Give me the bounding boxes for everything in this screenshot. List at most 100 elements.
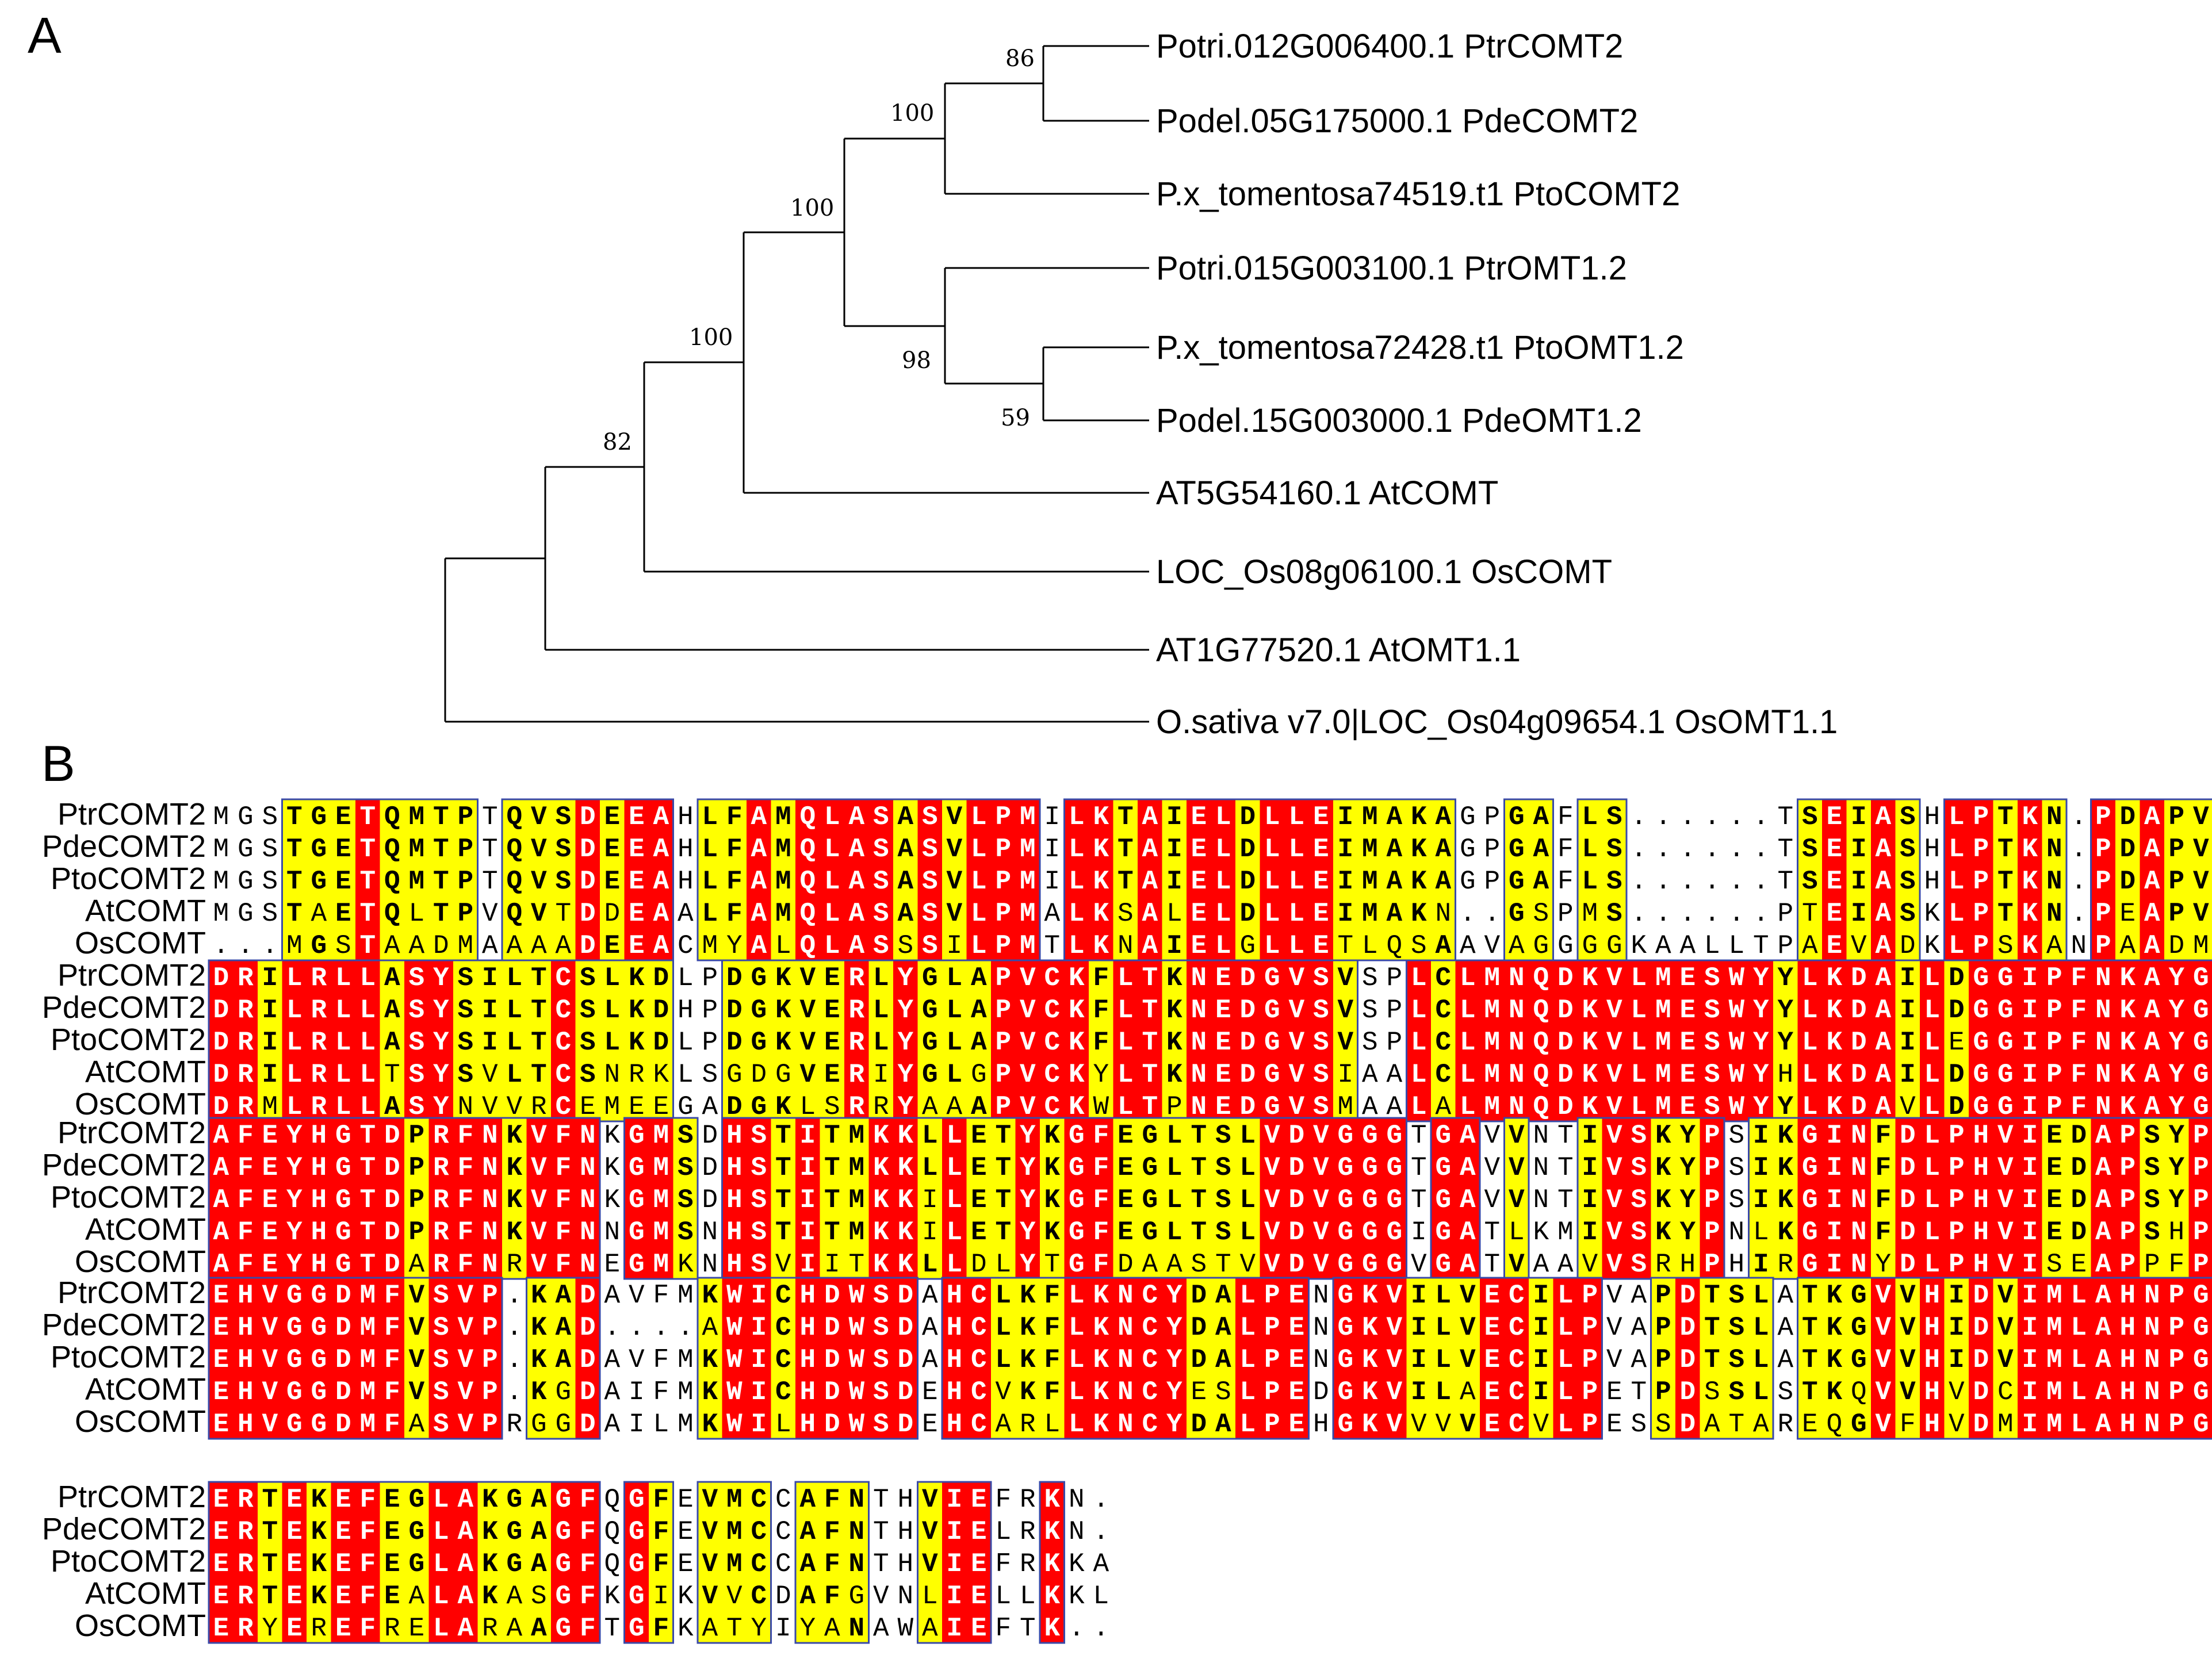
residue: M xyxy=(678,1409,694,1439)
residue: I xyxy=(751,1409,767,1439)
residue: K xyxy=(1655,1153,1671,1183)
residue: W xyxy=(848,1313,864,1343)
residue: M xyxy=(775,802,791,832)
residue: S xyxy=(1606,899,1622,929)
residue: A xyxy=(1435,931,1451,961)
residue: T xyxy=(262,1485,278,1515)
residue: K xyxy=(1362,1345,1378,1375)
residue: G xyxy=(286,1281,303,1311)
residue: A xyxy=(1679,931,1696,961)
residue: M xyxy=(1020,867,1036,897)
residue: T xyxy=(1484,1250,1500,1279)
residue: S xyxy=(751,1250,767,1279)
residue: S xyxy=(751,1185,767,1215)
residue: E xyxy=(1191,834,1207,864)
residue: G xyxy=(335,1217,351,1247)
residue: H xyxy=(1924,1281,1940,1311)
residue: I xyxy=(1900,963,1916,993)
residue: M xyxy=(1362,834,1378,864)
residue: T xyxy=(1191,1217,1207,1247)
residue: P xyxy=(2119,1121,2136,1151)
residue: T xyxy=(262,1549,278,1579)
residue: E xyxy=(824,995,840,1025)
residue: V xyxy=(946,834,962,864)
residue: D xyxy=(335,1281,351,1311)
residue: F xyxy=(580,1485,596,1515)
residue: T xyxy=(1777,834,1793,864)
residue: L xyxy=(946,1217,962,1247)
residue: S xyxy=(1777,1377,1793,1407)
residue: N xyxy=(2046,802,2062,832)
residue: L xyxy=(604,1028,620,1058)
residue: G xyxy=(1142,1217,1158,1247)
residue: A xyxy=(1753,1409,1769,1439)
residue: L xyxy=(946,1121,962,1151)
residue: V xyxy=(1313,1250,1329,1279)
residue: . xyxy=(1069,1614,1085,1643)
residue: Q xyxy=(604,1485,620,1515)
residue: M xyxy=(2046,1409,2062,1439)
residue: A xyxy=(531,1485,547,1515)
residue: . xyxy=(1728,802,1744,832)
residue: K xyxy=(1777,1185,1793,1215)
residue: D xyxy=(1679,1345,1696,1375)
residue: G xyxy=(629,1153,645,1183)
residue: A xyxy=(1777,1313,1793,1343)
residue: . xyxy=(1704,802,1720,832)
residue: D xyxy=(335,1345,351,1375)
residue: V xyxy=(531,802,547,832)
sequence-name: OsCOMT xyxy=(75,1244,206,1279)
bootstrap-value: 98 xyxy=(902,347,931,374)
residue: G xyxy=(848,1581,864,1611)
residue: L xyxy=(1557,1409,1574,1439)
residue: N xyxy=(580,1250,596,1279)
residue: S xyxy=(1802,802,1818,832)
residue: V xyxy=(531,834,547,864)
residue: D xyxy=(580,1377,596,1407)
residue: F xyxy=(653,1377,669,1407)
residue: Q xyxy=(1851,1377,1867,1407)
residue: L xyxy=(1631,1028,1647,1058)
residue: S xyxy=(873,802,889,832)
residue: R xyxy=(433,1217,449,1247)
residue: T xyxy=(824,1217,840,1247)
residue: I xyxy=(1753,1153,1769,1183)
residue: F xyxy=(1093,1185,1109,1215)
sequence-name: OsCOMT xyxy=(75,1404,206,1439)
residue: F xyxy=(457,1217,473,1247)
residue: E xyxy=(629,867,645,897)
residue: K xyxy=(482,1549,498,1579)
residue: N xyxy=(848,1517,864,1547)
residue: P xyxy=(2193,1250,2209,1279)
residue: G xyxy=(1142,1121,1158,1151)
panel-label-a: A xyxy=(28,7,62,64)
residue: E xyxy=(1484,1409,1500,1439)
residue: N xyxy=(702,1250,718,1279)
residue: A xyxy=(555,1281,571,1311)
residue: K xyxy=(1631,931,1647,961)
sequence-name: PtrCOMT2 xyxy=(58,958,206,993)
residue: A xyxy=(457,1485,473,1515)
residue: Y xyxy=(751,1614,767,1643)
residue: A xyxy=(799,1581,816,1611)
residue: G xyxy=(629,1185,645,1215)
residue: L xyxy=(1411,1092,1427,1122)
residue: Y xyxy=(1777,963,1793,993)
residue: R xyxy=(433,1153,449,1183)
residue: E xyxy=(971,1217,987,1247)
residue: R xyxy=(238,1485,254,1515)
residue: F xyxy=(1093,1153,1109,1183)
residue: P xyxy=(2193,1153,2209,1183)
residue: L xyxy=(946,1250,962,1279)
residue: G xyxy=(629,1614,645,1643)
residue: P xyxy=(1704,1185,1720,1215)
residue: S xyxy=(873,1409,889,1439)
residue: L xyxy=(1435,1345,1451,1375)
residue: V xyxy=(1313,1185,1329,1215)
residue: S xyxy=(335,931,351,961)
residue: N xyxy=(1313,1281,1329,1311)
residue: I xyxy=(873,1060,889,1090)
residue: S xyxy=(555,867,571,897)
residue: D xyxy=(653,963,669,993)
residue: F xyxy=(1093,995,1109,1025)
